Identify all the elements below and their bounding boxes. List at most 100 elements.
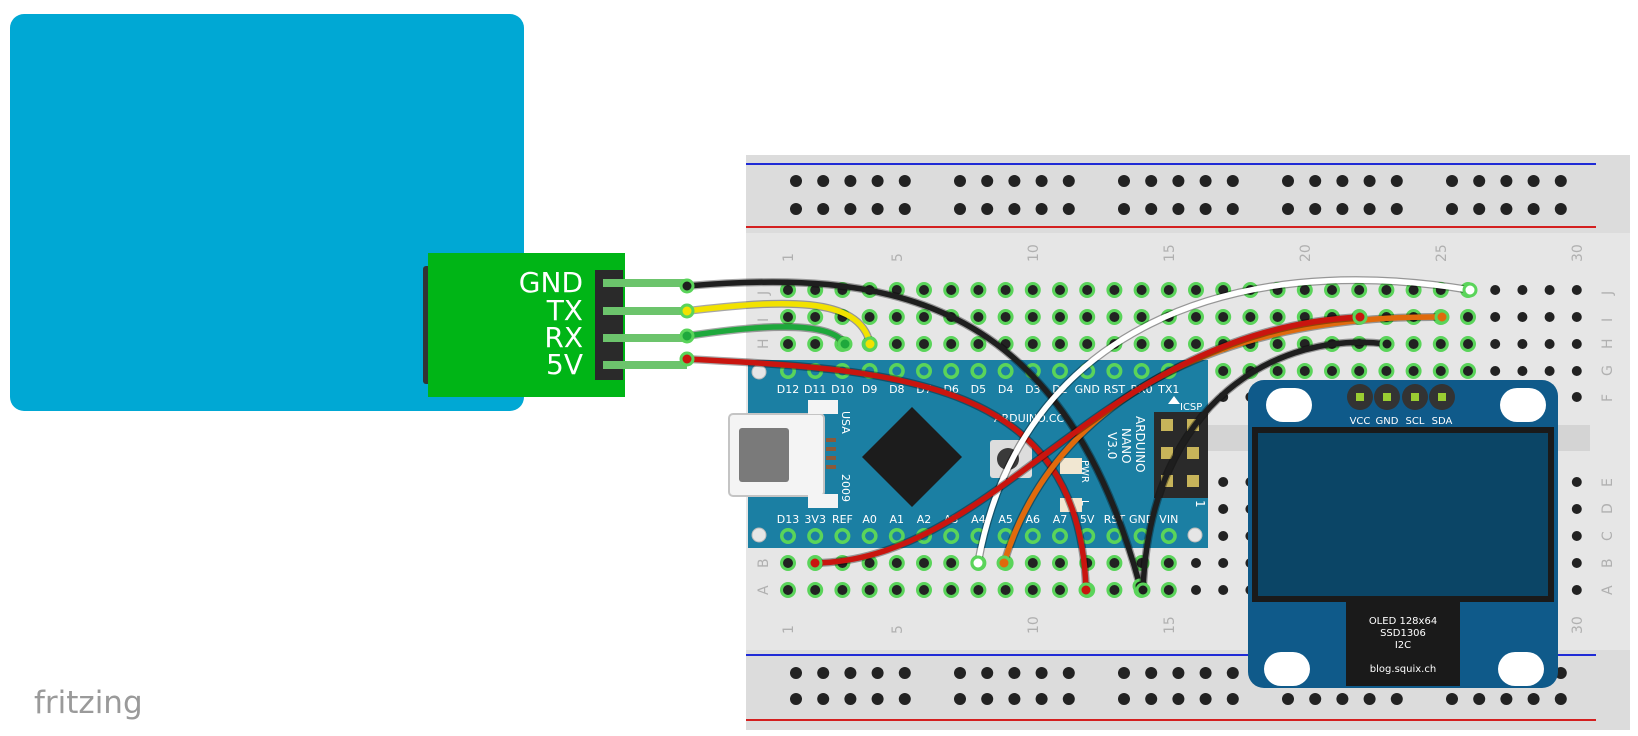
- breadboard-hole: [1055, 339, 1065, 349]
- wire-end: [1434, 309, 1450, 325]
- column-number-top: 20: [1298, 244, 1314, 262]
- breadboard-hole: [1435, 339, 1446, 349]
- breadboard-hole: [1408, 285, 1419, 295]
- nano-pin-label-top: D12: [777, 383, 799, 396]
- nano-pin-label-top: D5: [971, 383, 986, 396]
- usb-pads: [826, 438, 836, 469]
- black-wire-2[interactable]: [1135, 336, 1395, 598]
- oled-flex-cable: [1346, 602, 1460, 686]
- row-letter-right: D: [1600, 503, 1616, 514]
- arduino-site-label: ARDUINO.CC: [994, 412, 1065, 425]
- icsp-pin: [1187, 475, 1199, 487]
- oled-mount-hole: [1266, 388, 1312, 422]
- breadboard-hole: [1354, 366, 1365, 376]
- breadboard-hole: [1571, 558, 1582, 568]
- breadboard-hole: [783, 312, 793, 322]
- module-pin: [603, 279, 687, 287]
- row-letter-right: C: [1600, 531, 1616, 541]
- breadboard-hole: [1381, 285, 1392, 295]
- rail-hole: [1008, 175, 1021, 187]
- nano-pin-label-bottom: 3V3: [804, 513, 826, 526]
- sensor-board: [10, 14, 524, 411]
- rail-hole: [981, 175, 994, 187]
- arduino-usa-label: USA: [839, 411, 852, 434]
- breadboard-hole: [946, 339, 957, 349]
- usb-tab-bottom: [808, 494, 838, 508]
- oled-pin: [1438, 393, 1446, 401]
- pwr-led: [1060, 458, 1082, 474]
- breadboard-hole: [1544, 366, 1555, 376]
- breadboard-hole: [1136, 312, 1147, 322]
- rail-hole: [871, 203, 884, 215]
- tx-wire[interactable]: [679, 299, 878, 352]
- breadboard-hole: [1000, 285, 1011, 295]
- rail-hole: [1363, 175, 1376, 187]
- nano-pin-top-center: [1001, 366, 1011, 376]
- row-letter-left: I: [756, 318, 772, 322]
- nano-pin-bottom-center: [946, 531, 956, 541]
- column-number-bottom: 5: [890, 625, 906, 634]
- nano-pin-label-bottom: 5V: [1080, 513, 1095, 526]
- rail-hole: [1226, 667, 1239, 679]
- nano-pin-top-center: [892, 366, 902, 376]
- nano-pin-top-center: [1055, 366, 1065, 376]
- rail-hole: [1446, 693, 1458, 705]
- wire-end: [679, 278, 695, 294]
- breadboard-hole: [864, 312, 875, 322]
- breadboard-hole: [1163, 585, 1174, 595]
- rail-hole: [1145, 667, 1158, 679]
- breadboard-hole: [1381, 366, 1392, 376]
- wire-end: [837, 336, 853, 352]
- oled-mount-hole: [1498, 652, 1544, 686]
- rx-wire[interactable]: [679, 322, 853, 352]
- sda-wire[interactable]: [970, 276, 1478, 571]
- breadboard-hole: [1055, 558, 1065, 568]
- breadboard-hole: [1027, 585, 1038, 595]
- breadboard-hole: [1218, 366, 1229, 376]
- oled-pin-label-sda: SDA: [1432, 416, 1453, 427]
- breadboard-hole: [1272, 312, 1283, 322]
- module-pin-label-gnd: GND: [519, 266, 583, 299]
- rail-hole: [1282, 693, 1294, 705]
- nano-pin-label-top: RST: [1104, 383, 1126, 396]
- module-pin: [603, 307, 687, 315]
- nano-pin-top-center: [919, 366, 929, 376]
- breadboard-hole: [1245, 312, 1256, 322]
- rail-hole: [1390, 203, 1403, 215]
- icsp-arrow: [1168, 396, 1180, 404]
- breadboard-hole: [1191, 312, 1201, 322]
- rail-hole: [898, 693, 911, 705]
- breadboard-hole: [973, 312, 984, 322]
- breadboard-hole: [1299, 366, 1310, 376]
- rail-hole: [790, 667, 802, 679]
- breadboard-hole: [1055, 312, 1065, 322]
- rail-hole: [844, 175, 857, 187]
- rail-hole: [1008, 667, 1021, 679]
- fritzing-watermark: fritzing: [34, 685, 143, 721]
- breadboard-hole: [1463, 366, 1473, 376]
- red-wire-2[interactable]: [807, 309, 1368, 571]
- rail-hole: [1473, 175, 1486, 187]
- nano-pin-label-top: D9: [862, 383, 877, 396]
- rail-hole: [1035, 667, 1048, 679]
- nano-pin-top-center: [1109, 366, 1119, 376]
- row-letter-left: B: [756, 558, 772, 568]
- breadboard-hole: [1109, 558, 1120, 568]
- breadboard-hole: [1517, 312, 1528, 322]
- wire-end: [996, 555, 1012, 571]
- breadboard-hole: [1191, 558, 1201, 568]
- breadboard-hole: [783, 558, 793, 568]
- rail-hole: [1226, 203, 1239, 215]
- column-number-top: 15: [1162, 244, 1178, 262]
- rail-hole: [1172, 203, 1185, 215]
- wire-end: [807, 555, 823, 571]
- breadboard-hole: [1517, 285, 1528, 295]
- rail-hole: [954, 203, 966, 215]
- column-number-top: 5: [890, 253, 906, 262]
- breadboard-hole: [1544, 339, 1555, 349]
- mount-hole: [1187, 527, 1203, 543]
- breadboard-hole: [1082, 339, 1093, 349]
- nano-pin-label-bottom: A2: [917, 513, 932, 526]
- 5v-wire[interactable]: [679, 351, 1094, 598]
- rail-hole: [981, 693, 994, 705]
